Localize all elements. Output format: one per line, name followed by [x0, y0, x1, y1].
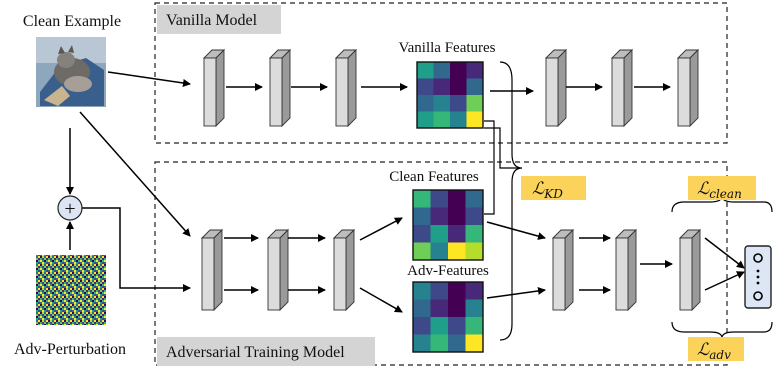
svg-text:ℒadv: ℒadv	[697, 340, 731, 362]
feature-cell	[448, 299, 466, 318]
feature-cell	[465, 317, 484, 335]
feature-cell	[465, 334, 484, 353]
vanilla-feature-map	[416, 61, 484, 129]
feature-cell	[417, 62, 434, 79]
feature-cell	[413, 242, 431, 261]
feature-cell	[448, 334, 466, 353]
feature-cell	[430, 317, 449, 335]
feature-cell	[450, 95, 467, 112]
vanilla-features-label: Vanilla Features	[398, 40, 495, 56]
feature-cell	[450, 78, 467, 96]
output-dot-2	[756, 275, 760, 279]
adv-features-label: Adv-Features	[407, 263, 489, 279]
adv-layer-4	[551, 228, 575, 312]
loss-kd-script: ℒ	[532, 179, 545, 199]
feature-cell	[448, 207, 466, 226]
feature-cell	[433, 95, 451, 112]
vanilla-model-label: Vanilla Model	[166, 12, 258, 29]
feature-cell	[465, 190, 484, 208]
feature-cell	[450, 111, 467, 129]
loss-kd-subscript: KD	[543, 187, 563, 201]
vanilla-layer-5	[610, 48, 634, 128]
loss-clean-badge: ℒclean	[688, 176, 756, 201]
feature-cell	[466, 78, 484, 96]
output-dot-1	[756, 269, 760, 273]
loss-adv-script: ℒ	[697, 340, 710, 360]
loss-adv-subscript: adv	[709, 348, 731, 362]
adv-perturbation-label: Adv-Perturbation	[14, 341, 126, 358]
feature-cell	[465, 299, 484, 318]
feature-cell	[417, 111, 434, 129]
plus-symbol: +	[64, 198, 75, 220]
feature-cell	[430, 334, 449, 353]
feature-cell	[448, 190, 466, 208]
feature-cell	[466, 95, 484, 112]
clean-example-label: Clean Example	[23, 13, 121, 30]
feature-cell	[448, 317, 466, 335]
feature-cell	[413, 282, 431, 300]
vanilla-model-box	[154, 2, 728, 144]
clean-features-label: Clean Features	[389, 169, 479, 185]
clean-example-image	[36, 37, 106, 107]
feature-cell	[433, 78, 451, 96]
feature-cell	[465, 207, 484, 226]
feature-cell	[430, 299, 449, 318]
feature-cell	[430, 190, 449, 208]
feature-cell	[413, 334, 431, 353]
adv-perturbation-image	[36, 255, 106, 325]
adversarial-model-label: Adversarial Training Model	[166, 344, 345, 361]
loss-clean-subscript: clean	[709, 187, 742, 201]
feature-cell	[413, 225, 431, 243]
adv-layer-5	[614, 228, 638, 312]
feature-cell	[450, 62, 467, 79]
vanilla-layer-4	[544, 48, 568, 128]
loss-kd-badge: ℒKD	[521, 176, 586, 201]
feature-cell	[466, 111, 484, 129]
network-layers	[200, 48, 702, 312]
feature-cell	[430, 207, 449, 226]
vanilla-model-label-bg	[157, 5, 281, 34]
feature-cell	[448, 242, 466, 261]
feature-cell	[465, 242, 484, 261]
feature-cell	[417, 78, 434, 96]
feature-cell	[417, 95, 434, 112]
adv-feature-map	[412, 281, 484, 353]
connection-arrows	[66, 71, 745, 313]
feature-cell	[433, 111, 451, 129]
feature-cell	[413, 317, 431, 335]
feature-cell	[430, 225, 449, 243]
adv-layer-3	[332, 228, 356, 312]
output-dot-3	[756, 281, 760, 285]
loss-adv-badge: ℒadv	[688, 337, 744, 362]
feature-cell	[465, 282, 484, 300]
vanilla-layer-6	[676, 48, 700, 128]
feature-cell	[413, 299, 431, 318]
adv-layer-6	[678, 228, 702, 312]
loss-clean-script: ℒ	[697, 179, 710, 199]
vanilla-layer-2	[268, 48, 292, 128]
svg-text:ℒclean: ℒclean	[697, 179, 742, 201]
output-node-bottom	[753, 291, 763, 301]
vanilla-layer-3	[334, 48, 358, 128]
adv-layer-1	[200, 228, 224, 312]
output-node-top	[753, 253, 763, 263]
feature-cell	[413, 207, 431, 226]
feature-cell	[413, 190, 431, 208]
feature-cell	[466, 62, 484, 79]
vanilla-layer-1	[202, 48, 226, 128]
feature-cell	[430, 242, 449, 261]
feature-cell	[465, 225, 484, 243]
svg-text:ℒKD: ℒKD	[532, 179, 563, 201]
adversarial-model-label-bg	[157, 337, 375, 366]
adv-layer-2	[266, 228, 290, 312]
feature-cell	[430, 282, 449, 300]
clean-feature-map	[412, 189, 484, 261]
feature-cell	[448, 282, 466, 300]
kd-connectors	[484, 61, 523, 341]
feature-cell	[448, 225, 466, 243]
feature-cell	[433, 62, 451, 79]
